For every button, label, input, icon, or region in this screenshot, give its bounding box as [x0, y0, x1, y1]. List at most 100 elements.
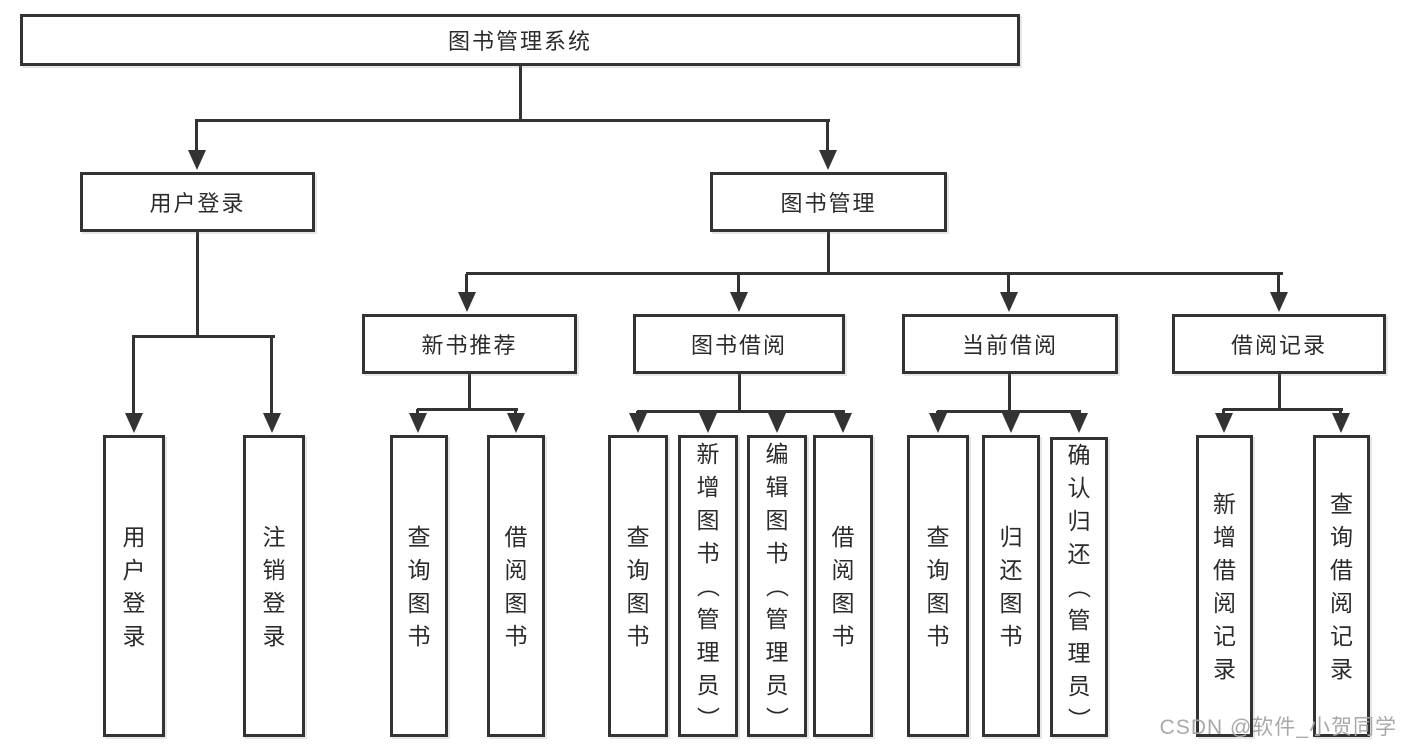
node-label: 图书管理系统 [447, 29, 592, 54]
label-char: 书 [765, 540, 789, 566]
label-char: 归 [999, 523, 1023, 550]
node-leaf-borrow-book-rec: 借阅图书 [487, 435, 545, 737]
arrowhead-down-icon [125, 413, 143, 433]
label-char: 书 [999, 622, 1023, 649]
arrowhead-down-icon [629, 413, 647, 433]
label-char: 理 [1067, 640, 1091, 666]
connector-line-2 [196, 232, 199, 335]
label-char: 询 [626, 556, 650, 583]
node-leaf-confirm-return: 确认归还（管理员） [1050, 437, 1108, 737]
label-char: 查 [1330, 490, 1353, 517]
arrow-stub-6 [1007, 274, 1010, 296]
label-char: 管 [696, 606, 720, 632]
label-char: 记 [1330, 622, 1353, 649]
arrow-stub-4 [465, 274, 468, 296]
arrow-stub-1 [826, 119, 829, 154]
arrowhead-down-icon [699, 413, 717, 433]
connector-line-8 [738, 374, 741, 412]
node-leaf-query-book-borrow: 查询图书 [608, 435, 668, 737]
label-char: 确 [1067, 442, 1091, 468]
label-char: 借 [1330, 556, 1353, 583]
label-char: 阅 [1330, 589, 1353, 616]
node-leaf-add-book-admin: 新增图书（管理员） [678, 435, 738, 737]
arrowhead-down-icon [458, 292, 476, 312]
label-char: 书 [504, 622, 528, 649]
connector-line-13 [1223, 408, 1343, 411]
connector-line-10 [1008, 374, 1011, 412]
label-char: 还 [999, 556, 1023, 583]
node-label: 新增借阅记录 [1213, 492, 1237, 681]
connector-line-5 [466, 272, 1283, 275]
node-label: 查询图书 [407, 525, 431, 648]
connector-line-9 [637, 410, 845, 413]
arrowhead-down-icon [1270, 292, 1288, 312]
label-char: 书 [926, 622, 950, 649]
label-char: 图 [831, 589, 855, 616]
label-char: 户 [122, 556, 146, 583]
label-char: 阅 [1213, 589, 1236, 616]
arrowhead-down-icon [263, 413, 281, 433]
connector-line-1 [196, 119, 830, 122]
label-char: 询 [1330, 523, 1353, 550]
label-paren-char: ） [764, 706, 790, 730]
node-label: 借阅图书 [831, 525, 855, 648]
arrow-stub-3 [270, 335, 273, 417]
label-char: 增 [1213, 523, 1236, 550]
arrowhead-down-icon [834, 413, 852, 433]
label-char: 查 [926, 523, 950, 550]
node-user-login-group: 用户登录 [80, 172, 315, 232]
arrowhead-down-icon [929, 413, 947, 433]
label-char: 图 [696, 507, 720, 533]
label-char: 图 [407, 589, 431, 616]
arrowhead-down-icon [1000, 292, 1018, 312]
node-leaf-borrow-book: 借阅图书 [813, 435, 873, 737]
node-label: 用户登录 [122, 525, 146, 648]
node-label: 借阅图书 [504, 525, 528, 648]
label-char: 新 [1213, 490, 1236, 517]
label-char: 辑 [765, 474, 789, 500]
node-leaf-query-borrow-record: 查询借阅记录 [1313, 435, 1370, 737]
node-label: 新书推荐 [421, 333, 518, 358]
node-label: 图书借阅 [690, 333, 787, 358]
arrowhead-down-icon [409, 413, 427, 433]
label-char: 图 [765, 507, 789, 533]
node-label: 编辑图书（管理员） [764, 442, 790, 730]
node-label: 图书管理 [780, 191, 877, 216]
node-root-system: 图书管理系统 [20, 14, 1020, 66]
node-leaf-add-borrow-record: 新增借阅记录 [1196, 435, 1253, 737]
arrowhead-down-icon [188, 150, 206, 170]
node-book-borrowing: 图书借阅 [633, 314, 845, 374]
label-char: 员 [696, 672, 720, 698]
node-new-book-recommend: 新书推荐 [362, 314, 577, 374]
label-char: 阅 [504, 556, 528, 583]
label-char: 记 [1213, 622, 1236, 649]
connector-line-7 [417, 408, 518, 411]
connector-line-3 [133, 335, 275, 338]
label-paren-char: （ [1066, 575, 1092, 599]
label-char: 录 [122, 622, 146, 649]
label-char: 书 [831, 622, 855, 649]
node-label: 查询图书 [626, 525, 650, 648]
arrow-stub-0 [195, 119, 198, 154]
arrowhead-down-icon [1332, 413, 1350, 433]
label-char: 增 [696, 474, 720, 500]
label-char: 归 [1067, 508, 1091, 534]
node-leaf-query-book-cur: 查询图书 [907, 435, 969, 737]
connector-line-0 [519, 66, 522, 119]
arrow-stub-2 [132, 335, 135, 417]
label-char: 图 [504, 589, 528, 616]
arrowhead-down-icon [507, 413, 525, 433]
arrowhead-down-icon [819, 150, 837, 170]
label-char: 阅 [831, 556, 855, 583]
label-char: 借 [1213, 556, 1236, 583]
label-char: 查 [626, 523, 650, 550]
node-label: 确认归还（管理员） [1066, 442, 1092, 731]
label-char: 录 [1330, 655, 1353, 682]
node-book-management-group: 图书管理 [710, 172, 947, 232]
connector-line-6 [468, 374, 471, 410]
label-char: 借 [504, 523, 528, 550]
label-char: 书 [696, 540, 720, 566]
label-char: 书 [626, 622, 650, 649]
node-label: 归还图书 [999, 525, 1023, 648]
